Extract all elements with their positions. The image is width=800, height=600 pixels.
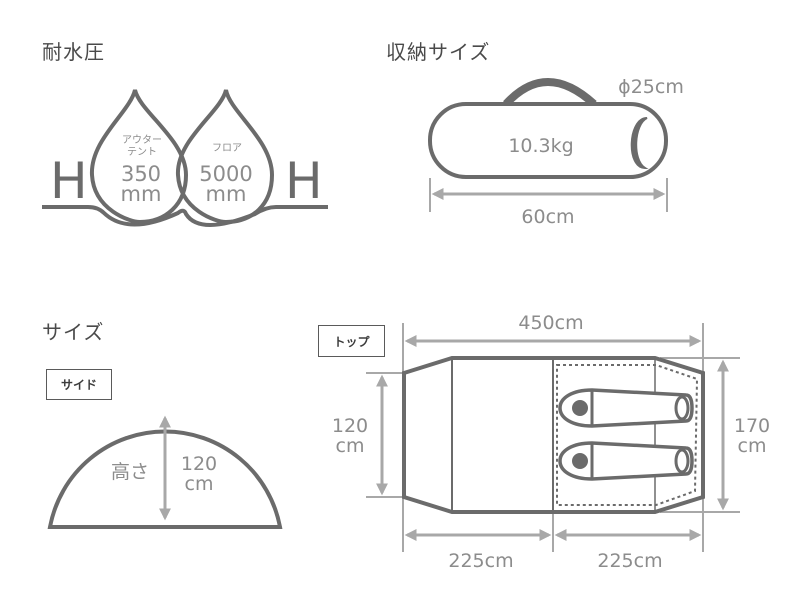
left-height-unit: cm — [336, 435, 365, 457]
right-height-value: 170 — [734, 415, 770, 437]
right-height-unit: cm — [738, 435, 767, 457]
top-view-diagram: 450cm 120 cm 170 cm 225cm 225cm — [332, 312, 770, 572]
height-value: 120 — [181, 453, 217, 475]
outer-tent-value: 350 — [121, 162, 161, 186]
storage-bag-diagram: 10.3kg ϕ25cm 60cm — [428, 76, 684, 228]
bag-end-icon — [630, 117, 649, 170]
height-label: 高さ — [111, 461, 149, 483]
size-heading: サイズ — [42, 320, 105, 344]
h-right-letter: H — [285, 152, 323, 210]
floor-drop-icon — [175, 89, 275, 225]
bag-body-icon — [428, 102, 668, 179]
floor-unit: mm — [206, 182, 247, 206]
h-left-letter: H — [50, 152, 88, 210]
side-view-label: サイド — [46, 369, 112, 400]
top-view-label: トップ — [318, 325, 385, 357]
floor-label: フロア — [212, 143, 242, 154]
side-view-diagram: 高さ 120 cm — [47, 415, 283, 529]
bag-handle-icon — [503, 78, 597, 107]
height-unit: cm — [185, 473, 214, 495]
total-length-text: 450cm — [518, 312, 583, 334]
sleeping-bag-icon — [558, 388, 694, 428]
water-pressure-diagram: H H アウター テント 350 mm フロア 5000 mm — [42, 89, 328, 227]
bag-length: 60cm — [521, 206, 574, 228]
outer-tent-label-2: テント — [127, 147, 157, 158]
rear-length-text: 225cm — [597, 550, 662, 572]
sleeping-bag-icon — [558, 441, 694, 481]
inner-tent-outline — [556, 364, 699, 506]
left-height-value: 120 — [332, 415, 368, 437]
bag-weight: 10.3kg — [508, 135, 573, 157]
storage-size-heading: 収納サイズ — [386, 40, 491, 64]
floor-value: 5000 — [199, 162, 252, 186]
outer-tent-label-1: アウター — [122, 134, 162, 146]
bag-diameter: ϕ25cm — [618, 76, 684, 98]
outer-tent-drop-icon — [89, 89, 189, 225]
front-length-text: 225cm — [448, 550, 513, 572]
outer-tent-unit: mm — [121, 182, 162, 206]
water-pressure-heading: 耐水圧 — [42, 40, 105, 64]
